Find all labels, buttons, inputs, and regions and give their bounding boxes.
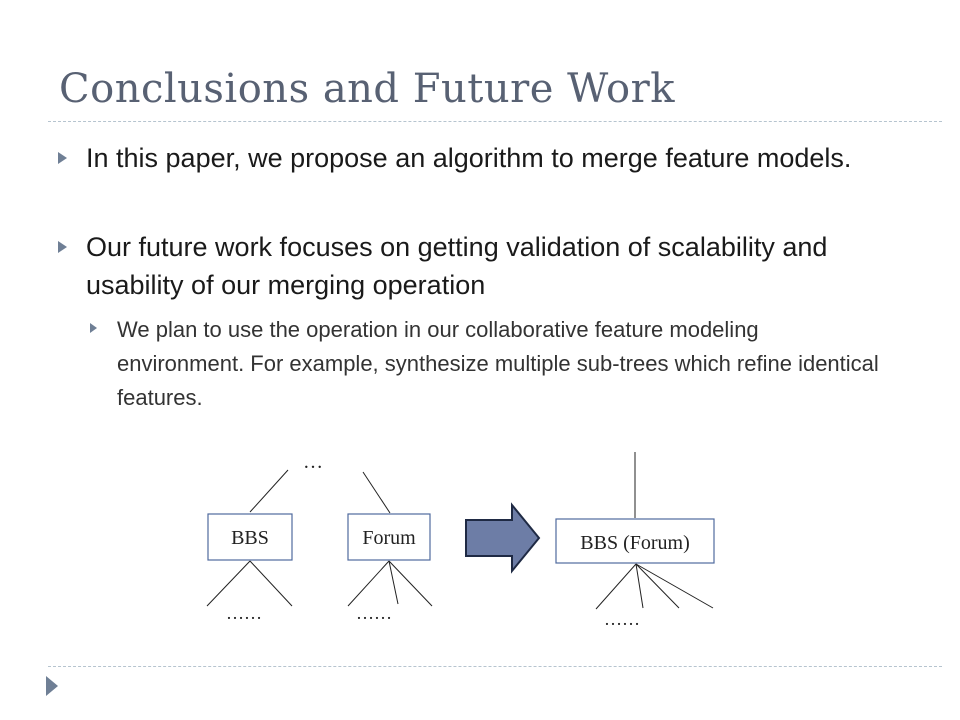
edge-line — [635, 563, 644, 609]
merged-children-ellipsis: …… — [604, 609, 640, 629]
edge-line — [388, 560, 433, 607]
bbs-children-ellipsis: …… — [226, 603, 262, 623]
forum-node — [347, 513, 431, 561]
sub-bullet-text-1: We plan to use the operation in our coll… — [117, 317, 879, 410]
edge-line — [362, 471, 391, 514]
slide-title: Conclusions and Future Work — [59, 66, 675, 112]
merged-node-label: BBS (Forum) — [580, 532, 689, 554]
footer-divider — [48, 666, 942, 667]
top-ellipsis-text: … — [303, 451, 323, 473]
edge-line — [635, 563, 714, 609]
title-divider — [48, 121, 942, 122]
footer-arrow-icon — [46, 676, 58, 696]
merged-node — [555, 518, 715, 564]
bullet-text-2: Our future work focuses on getting valid… — [86, 232, 828, 300]
forum-node-label: Forum — [362, 527, 416, 549]
edge-line — [249, 560, 293, 607]
sub-bullet-triangle-icon — [90, 323, 97, 333]
bullet-triangle-icon — [58, 241, 67, 253]
edge-line — [206, 560, 251, 607]
edge-line — [347, 560, 390, 607]
edge-line — [249, 469, 289, 513]
edge-line — [635, 563, 680, 609]
forum-children-ellipsis: …… — [356, 603, 392, 623]
bullet-triangle-icon — [58, 152, 67, 164]
bullet-text-1: In this paper, we propose an algorithm t… — [86, 143, 852, 173]
bbs-node-label: BBS — [231, 527, 269, 549]
edge-line — [388, 560, 399, 605]
merge-arrow-icon — [465, 502, 541, 574]
edge-line — [595, 563, 637, 610]
bbs-node — [207, 513, 293, 561]
